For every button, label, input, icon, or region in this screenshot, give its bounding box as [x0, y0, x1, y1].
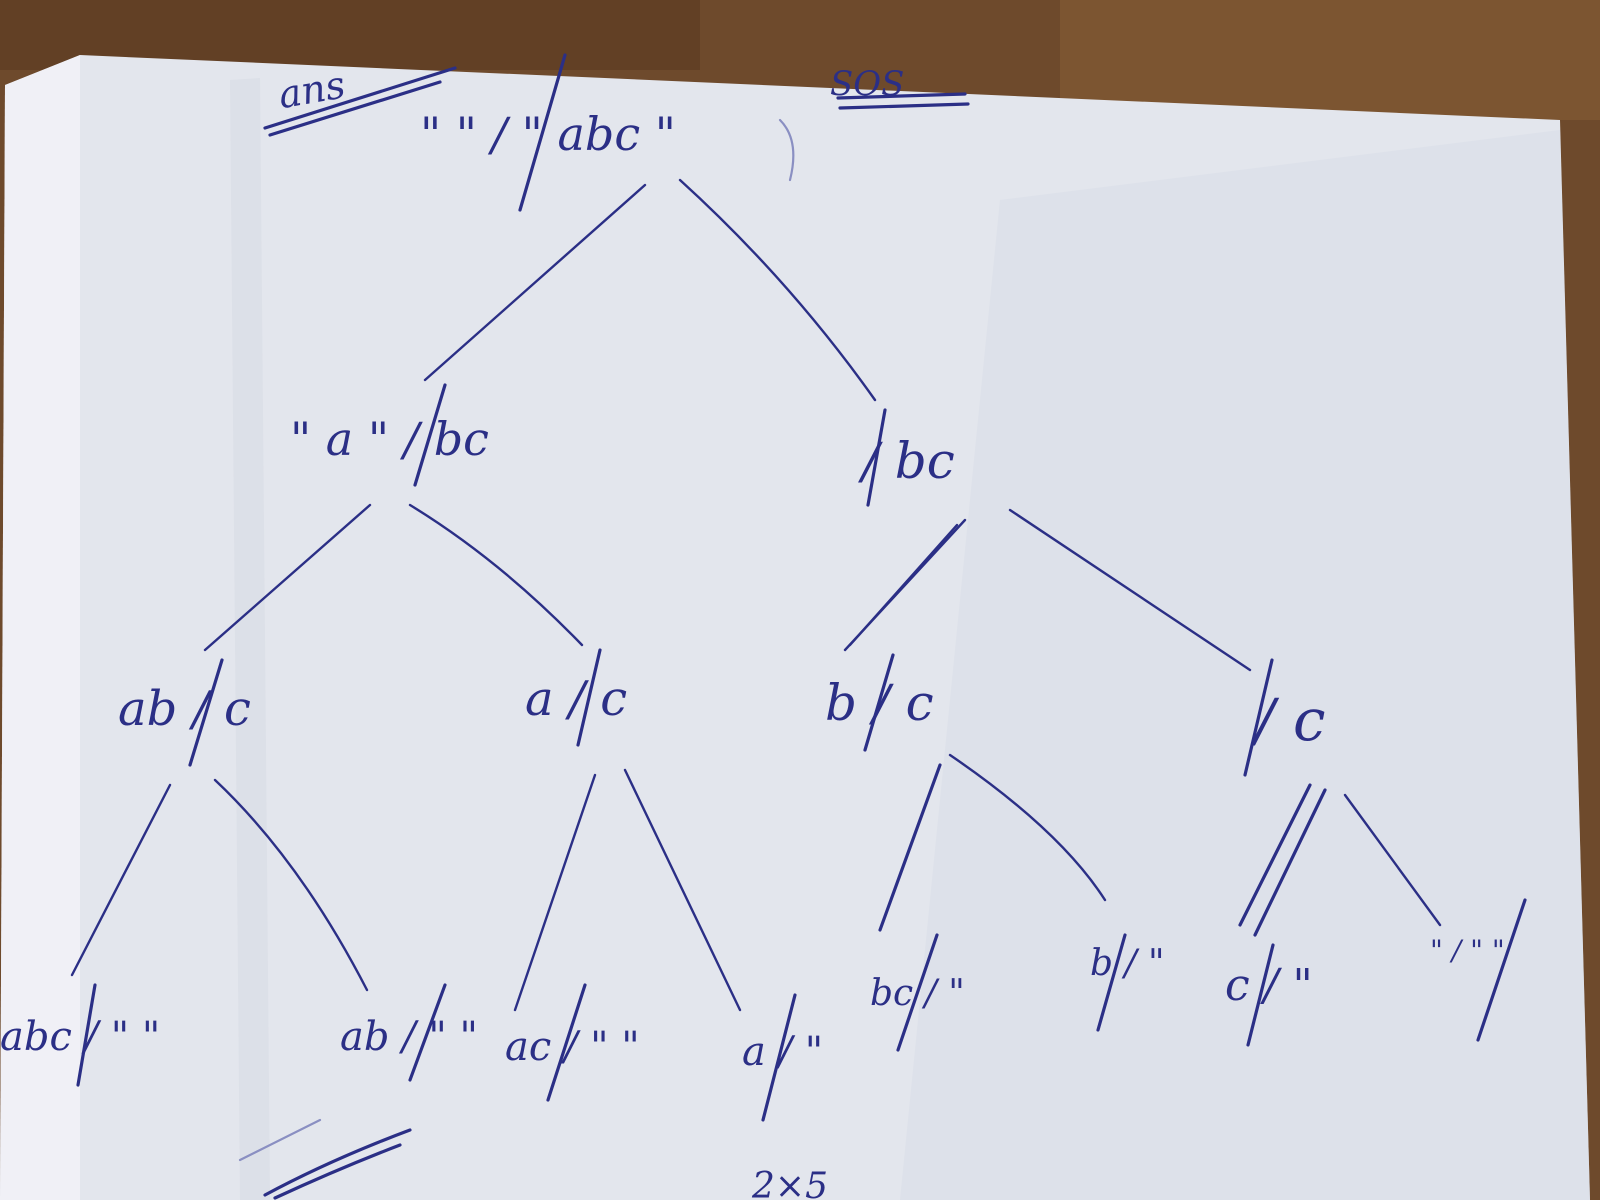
edge — [1238, 783, 1312, 927]
edge — [70, 783, 172, 977]
edge — [423, 183, 647, 382]
edge — [1343, 793, 1442, 927]
tree-edges — [70, 178, 1442, 1012]
node-level2: a / c — [525, 671, 627, 727]
leaf-node: bc / " — [870, 973, 965, 1014]
leaf-node: a / " — [742, 1029, 823, 1075]
footer-fragment: 2×5 — [751, 1166, 828, 1200]
tree-node-labels: " " / " abc " " a " / bc / bc ab / c a /… — [0, 107, 1505, 1075]
edge — [513, 773, 597, 1012]
edge — [623, 768, 742, 1012]
bottom-scribbles: 2×5 — [263, 1128, 828, 1200]
edge — [1253, 788, 1327, 937]
edge — [848, 523, 959, 647]
edge — [203, 503, 372, 652]
node-level1-right: / bc — [858, 432, 955, 490]
edge — [1008, 508, 1252, 672]
edge — [408, 503, 584, 647]
node-level2: / c — [1250, 686, 1325, 754]
node-level2: b / c — [825, 674, 934, 732]
leaf-node: ab / " " — [340, 1014, 478, 1060]
edge — [948, 753, 1107, 902]
sos-note: SOS — [830, 64, 970, 110]
edge — [213, 778, 369, 992]
edge — [878, 763, 942, 932]
leaf-node: b / " — [1090, 943, 1165, 984]
node-level1-left: " a " / bc — [290, 412, 489, 466]
edge — [678, 178, 877, 402]
leaf-node: ac / " " — [505, 1024, 640, 1070]
root-node: " " / " abc " — [420, 107, 676, 161]
leaf-node: c / " — [1225, 960, 1313, 1011]
leaf-node: " / " " — [1430, 934, 1505, 967]
leaf-node: abc / " " — [0, 1014, 160, 1060]
node-level2: ab / c — [118, 681, 251, 737]
node-dividers — [76, 53, 1527, 1122]
